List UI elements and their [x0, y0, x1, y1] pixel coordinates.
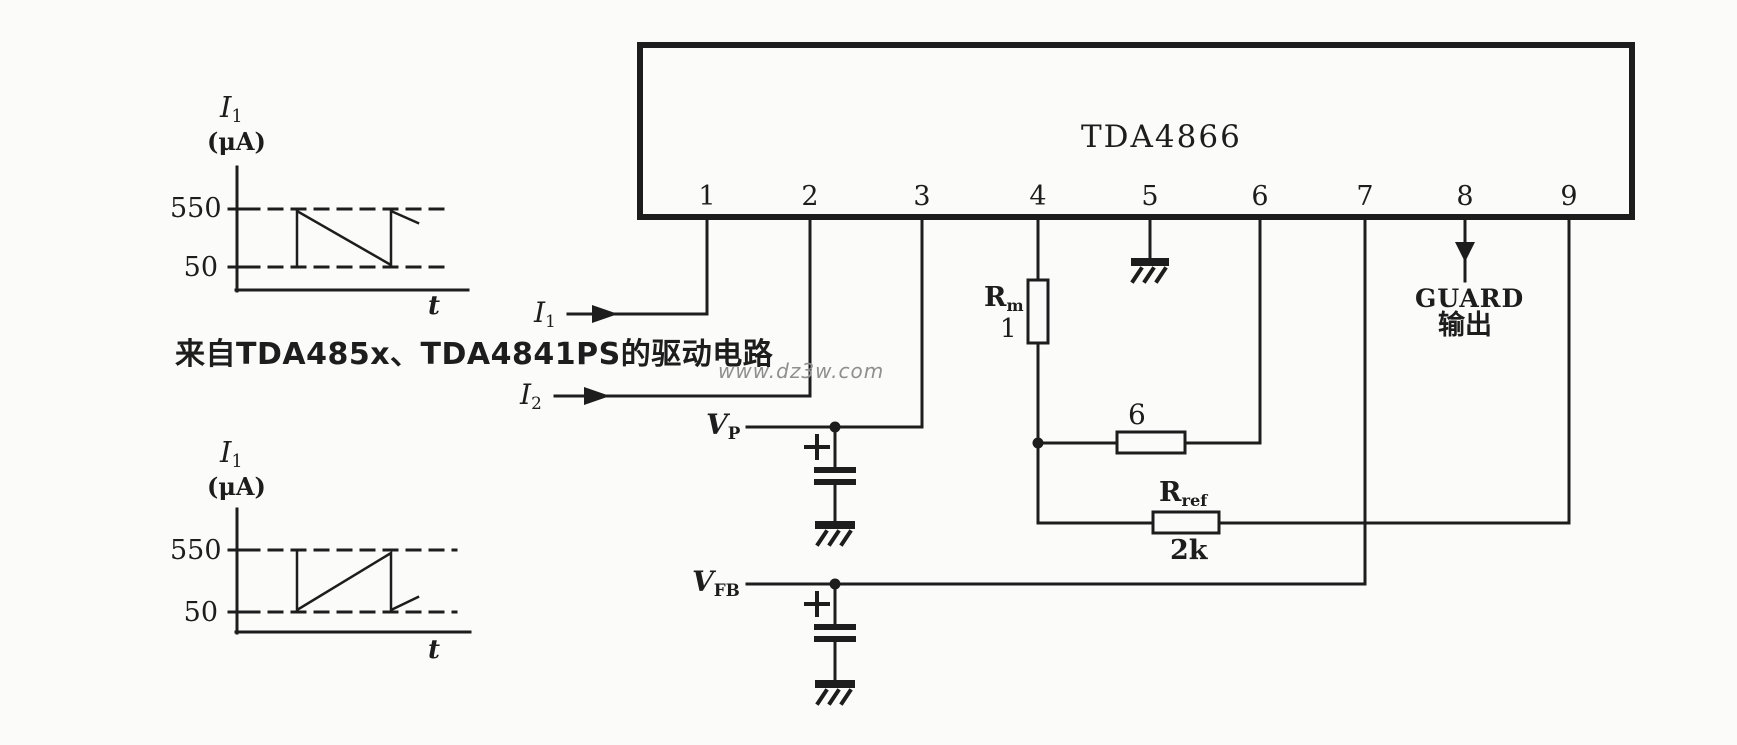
rm-base: R: [984, 282, 1007, 313]
graph-bottom-ylabel: I1: [220, 438, 243, 472]
graph-top: [227, 165, 470, 293]
pin-label-6: 6: [1251, 181, 1269, 212]
i1-base: I: [534, 296, 546, 329]
rref-resistor: [1036, 510, 1571, 535]
graph-top-yunit: (μA): [207, 127, 266, 156]
graph-top-waveform: [295, 208, 420, 268]
r6-resistor: [1032, 430, 1262, 455]
rref-label: Rref: [1159, 479, 1207, 509]
i2-input-label: I2: [520, 381, 542, 412]
pin-label-7: 7: [1356, 181, 1374, 212]
rref-sub: ref: [1181, 490, 1208, 510]
pin-label-3: 3: [913, 181, 931, 212]
graph-top-xlabel: t: [428, 291, 441, 321]
rref-value: 2k: [1170, 535, 1208, 566]
vfb-sub: FB: [713, 580, 740, 601]
i1-sub: 1: [545, 311, 556, 332]
graph-bottom: [227, 507, 472, 635]
rm-sub: m: [1006, 295, 1024, 315]
pin-label-8: 8: [1456, 181, 1474, 212]
vp-base: V: [706, 408, 728, 441]
vfb-rail-wire: [745, 578, 1367, 590]
rref-base: R: [1159, 477, 1182, 508]
watermark: www.dz3w.com: [718, 359, 885, 383]
graph-top-ylabel-base: I: [220, 90, 232, 124]
ground-cap-vp-icon: [815, 521, 855, 547]
cap-vp-plus-icon: [804, 434, 830, 460]
graph-bottom-xlabel: t: [428, 635, 441, 665]
vfb-base: V: [692, 565, 714, 598]
i2-arrow-wire: [553, 387, 812, 405]
pin-label-5: 5: [1141, 181, 1159, 212]
ground-cap-vfb-icon: [815, 680, 855, 706]
i1-arrowhead-icon: [592, 305, 618, 323]
pin-label-1: 1: [698, 181, 716, 212]
graph-bottom-ylabel-base: I: [220, 435, 232, 469]
i2-sub: 2: [531, 393, 542, 414]
cap-vfb: [804, 582, 856, 682]
guard-output-label: 输出: [1438, 310, 1492, 341]
ground-pin5-icon: [1130, 258, 1169, 284]
rm-label: Rm: [984, 284, 1024, 314]
graph-top-ylabel: I1: [220, 93, 243, 127]
cap-vp: [804, 425, 856, 523]
pin-label-4: 4: [1029, 181, 1047, 212]
guard-label: GUARD: [1415, 284, 1525, 313]
ic-box: [637, 42, 1635, 220]
pin-wires: [705, 215, 1571, 586]
i1-input-label: I1: [534, 299, 556, 330]
graph-bottom-level-low: 50: [183, 597, 218, 628]
graph-top-ylabel-sub: 1: [231, 107, 243, 128]
rm-resistor: [1026, 278, 1050, 345]
pin-label-9: 9: [1560, 181, 1578, 212]
vp-label: VP: [706, 411, 740, 442]
r6-value: 6: [1128, 398, 1146, 431]
cap-vfb-plus-icon: [804, 591, 830, 617]
source-note: 来自TDA485x、TDA4841PS的驱动电路: [175, 337, 774, 372]
graph-bottom-ylabel-sub: 1: [231, 452, 243, 473]
vfb-label: VFB: [692, 568, 740, 599]
rm-value: 1: [1000, 314, 1017, 344]
guard-arrow-icon: [1455, 242, 1475, 262]
graph-top-level-high: 550: [170, 193, 222, 224]
graph-bottom-level-high: 550: [170, 535, 222, 566]
i2-arrowhead-icon: [584, 387, 610, 405]
pin-label-2: 2: [801, 181, 819, 212]
graph-bottom-waveform: [295, 550, 420, 613]
i2-base: I: [520, 378, 532, 411]
vp-sub: P: [727, 423, 741, 444]
graph-bottom-yunit: (μA): [207, 472, 266, 501]
ic-title: TDA4866: [1081, 119, 1242, 155]
graph-top-level-low: 50: [183, 252, 218, 283]
i1-arrow-wire: [566, 305, 709, 323]
